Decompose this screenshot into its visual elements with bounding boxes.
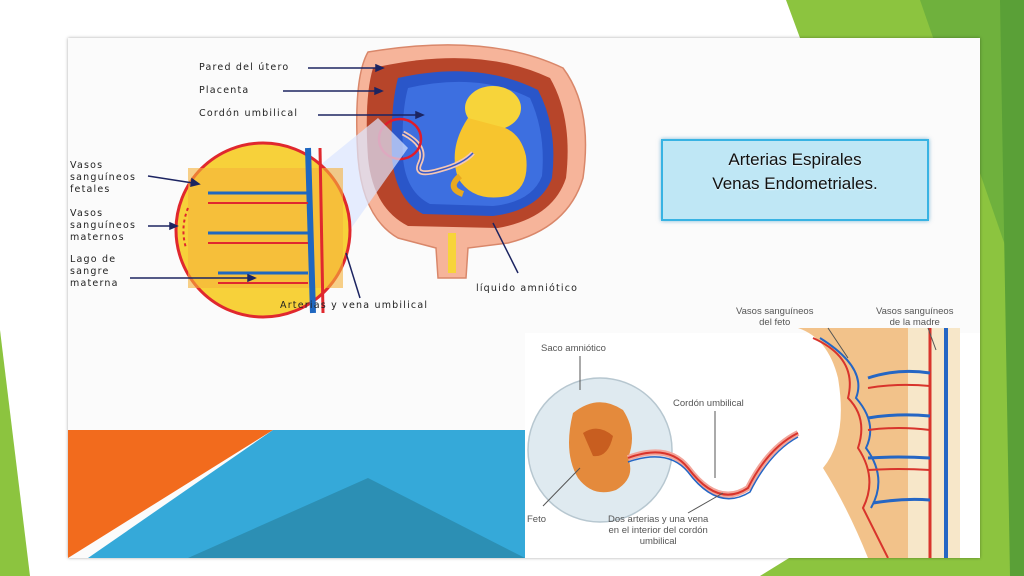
label-saco-amniotico: Saco amniótico (541, 343, 606, 354)
label-cordon-umbilical: Cordón umbilical (199, 108, 299, 119)
label-feto: Feto (527, 514, 547, 525)
cord-placenta-diagram (525, 328, 980, 558)
label-arterias-vena: Arterias y vena umbilical (280, 300, 429, 311)
label-cordon-umbilical-2: Cordón umbilical (673, 398, 744, 409)
diagram-art (68, 44, 980, 558)
orange-block (68, 430, 273, 558)
label-pared-utero: Pared del útero (199, 62, 290, 73)
green-left-shape (0, 330, 30, 576)
green-edge-shape (1000, 0, 1024, 576)
callout-line-1: Arterias Espirales (728, 150, 862, 169)
placenta-diagram-image: Pared del útero Placenta Cordón umbilica… (68, 38, 980, 558)
callout-box: Arterias Espirales Venas Endometriales. (661, 139, 929, 221)
label-vasos-fetales: Vasos sanguíneos fetales (70, 160, 137, 195)
label-dos-arterias: Dos arterias y una vena en el interior d… (608, 514, 709, 547)
magnified-placenta (174, 118, 408, 319)
callout-line-2: Venas Endometriales. (712, 174, 878, 193)
label-vasos-madre: Vasos sanguíneos de la madre (876, 306, 954, 328)
blue-shade-block (188, 478, 525, 558)
uterus-diagram (356, 44, 587, 279)
label-pointers (130, 63, 519, 299)
label-placenta: Placenta (199, 85, 250, 96)
label-lago-sangre: Lago de sangre materna (70, 254, 119, 289)
label-vasos-feto: Vasos sanguíneos del feto (736, 306, 814, 328)
label-vasos-maternos: Vasos sanguíneos maternos (70, 208, 137, 243)
label-liquido-amniotico: líquido amniótico (476, 283, 579, 294)
bottom-pointers (542, 327, 937, 514)
